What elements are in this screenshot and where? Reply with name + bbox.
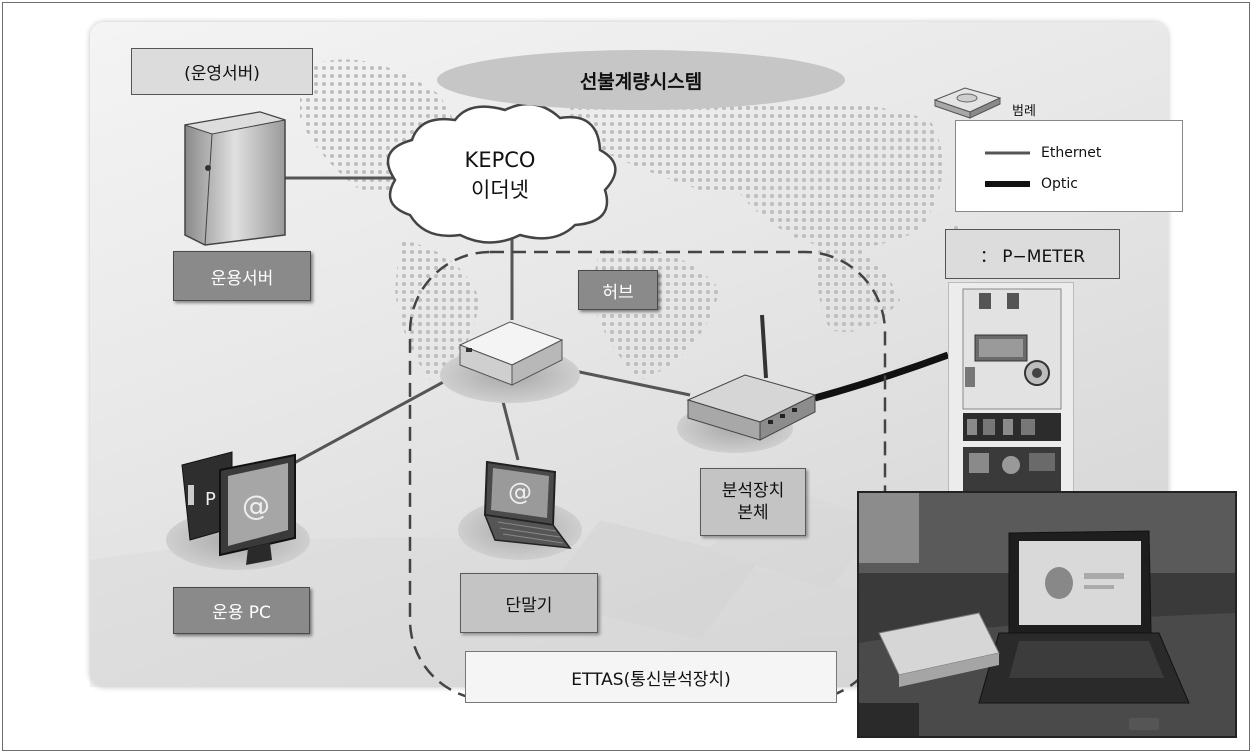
smart-meter-drawing xyxy=(962,288,1062,491)
router-device-icon xyxy=(686,314,817,441)
smart-meter-icon xyxy=(948,282,1074,494)
legend-item-ethernet: Ethernet xyxy=(1041,145,1102,161)
svg-text:@: @ xyxy=(242,489,270,522)
desktop-pc-icon: P @ xyxy=(181,451,296,565)
legend-item-optic: Optic xyxy=(1041,176,1078,192)
analyzer-label: 분석장치 본체 xyxy=(700,468,806,536)
ethernet-line-hub-analyzer xyxy=(569,368,691,397)
ethernet-line-hub-pc xyxy=(271,378,448,477)
cloud-label: KEPCO 이더넷 xyxy=(430,145,570,205)
legend-box xyxy=(955,120,1183,212)
ops-server-label: 운용서버 xyxy=(173,251,311,301)
svg-text:@: @ xyxy=(508,478,532,506)
analyzer-text-line1: 분석장치 xyxy=(721,481,785,501)
system-title: 선불계량시스템 xyxy=(437,50,845,110)
terminal-text: 단말기 xyxy=(505,595,553,616)
hub-label: 허브 xyxy=(578,270,658,310)
ops-server-text: 운용서버 xyxy=(210,268,274,289)
photo-drawing xyxy=(859,493,1235,736)
svg-text:P: P xyxy=(205,489,216,510)
ops-server-header-text: (운영서버) xyxy=(184,64,260,84)
legend-title: 범례 xyxy=(1012,104,1036,119)
ops-pc-text: 운용 PC xyxy=(212,603,271,623)
terminal-label: 단말기 xyxy=(460,573,598,633)
ettas-text: ETTAS(통신분석장치) xyxy=(571,669,731,690)
server-icon xyxy=(184,111,286,246)
cloud-label-line1: KEPCO xyxy=(464,148,536,172)
hub-device-icon xyxy=(458,321,564,386)
analyzer-text-line2: 본체 xyxy=(737,503,769,523)
photo-of-test-setup xyxy=(857,491,1237,738)
laptop-icon: @ xyxy=(483,460,572,549)
ettas-boundary xyxy=(408,250,887,702)
hub-text: 허브 xyxy=(602,282,634,303)
ops-server-header-label: (운영서버) xyxy=(131,48,313,95)
cloud-label-line2: 이더넷 xyxy=(471,178,529,202)
pmeter-text: ： P−METER xyxy=(979,246,1086,267)
optic-line-analyzer-meter xyxy=(814,351,950,402)
pmeter-label: ： P−METER xyxy=(945,229,1120,279)
ettas-label: ETTAS(통신분석장치) xyxy=(465,651,837,703)
system-title-text: 선불계량시스템 xyxy=(579,70,703,93)
legend-device-icon xyxy=(933,87,1002,119)
cloud-icon xyxy=(386,102,617,244)
ops-pc-label: 운용 PC xyxy=(173,587,310,634)
